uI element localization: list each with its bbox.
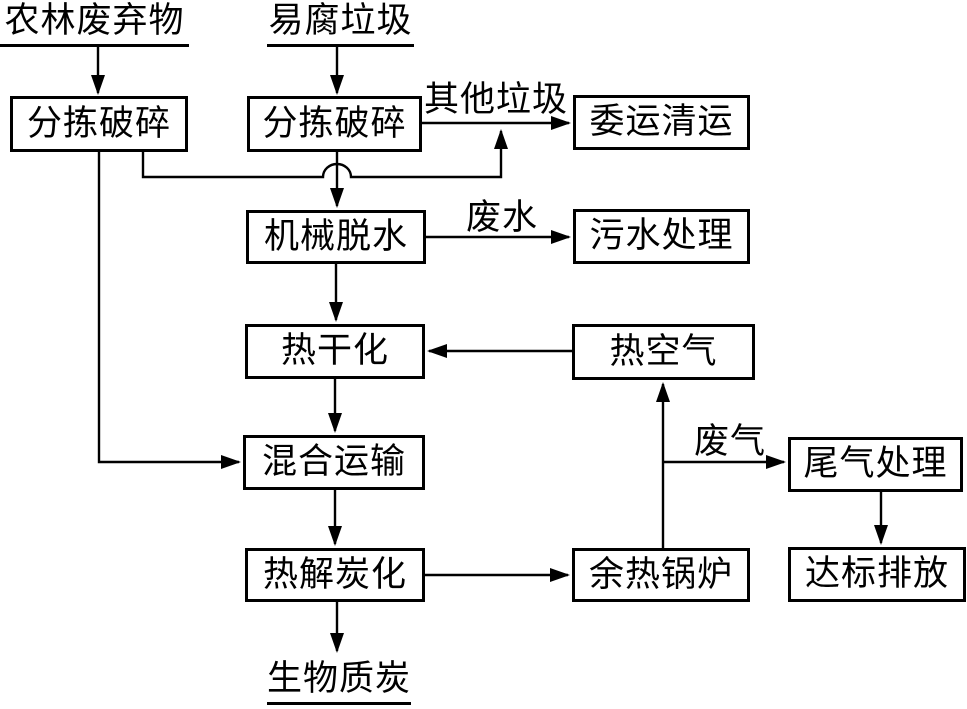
node-sort-crush-left: 分拣破碎 — [10, 96, 188, 152]
node-waste-heat-boiler: 余热锅炉 — [572, 548, 750, 602]
node-mechanical-dewatering: 机械脱水 — [246, 210, 426, 264]
node-biochar: 生物质炭 — [267, 660, 411, 705]
node-sort-crush-mid: 分拣破碎 — [247, 96, 422, 152]
node-compliant-discharge: 达标排放 — [788, 547, 966, 602]
node-sewage-treatment: 污水处理 — [573, 209, 750, 264]
node-agri-forest-waste: 农林废弃物 — [0, 2, 189, 47]
node-mixed-transport: 混合运输 — [243, 435, 425, 490]
edge-label-wastewater: 废水 — [465, 197, 538, 238]
edge-label-other-waste: 其他垃圾 — [424, 79, 569, 120]
node-tail-gas-treatment: 尾气处理 — [788, 437, 963, 492]
edge-sortleft-to-mix — [97, 151, 241, 469]
edge-label-waste-gas: 废气 — [693, 421, 766, 462]
node-thermal-drying: 热干化 — [245, 324, 425, 379]
node-entrusted-removal: 委运清运 — [573, 95, 750, 150]
node-pyrolysis-carbonization: 热解炭化 — [245, 548, 425, 602]
node-hot-air: 热空气 — [572, 324, 755, 380]
node-perishable-waste: 易腐垃圾 — [267, 2, 414, 47]
